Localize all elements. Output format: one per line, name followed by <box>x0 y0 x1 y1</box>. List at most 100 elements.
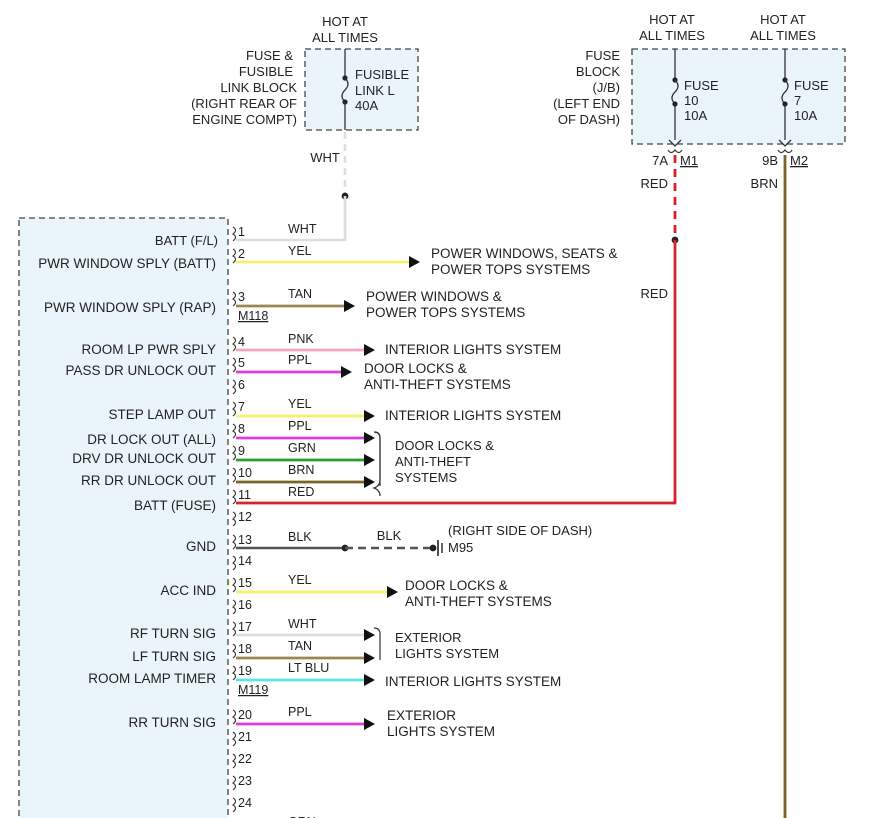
red-wire-label-mid: RED <box>641 286 668 301</box>
arrow-icon <box>341 366 352 378</box>
hot-at-line1: HOT AT <box>322 14 368 29</box>
pin-number: 5 <box>238 356 245 370</box>
ground-ref: M95 <box>448 540 473 555</box>
pin-number: 22 <box>238 752 252 766</box>
pin-number: 20 <box>238 708 252 722</box>
wire-color-label: TAN <box>288 287 312 301</box>
door-locks-group: DOOR LOCKS & ANTI-THEFT SYSTEMS <box>372 431 494 497</box>
module-wires: POWER WINDOWS, SEATS & POWER TOPS SYSTEMS… <box>236 246 618 739</box>
link-block-label-4: (RIGHT REAR OF <box>191 96 297 111</box>
ground-location: (RIGHT SIDE OF DASH) <box>448 523 592 538</box>
pin-function-label: RF TURN SIG <box>130 626 216 641</box>
link-block-label-5: ENGINE COMPT) <box>192 112 297 127</box>
pin-number: 14 <box>238 554 252 568</box>
fuse7-hot-line1: HOT AT <box>760 12 806 27</box>
fusible-link-label-2: LINK L <box>355 83 395 98</box>
wire-color-label: PPL <box>288 353 312 367</box>
ground-wire-label: BLK <box>377 528 402 543</box>
fuse10-label-2: 10 <box>684 93 698 108</box>
fuse10-terminal <box>668 139 682 147</box>
fuse10-pin: 7A <box>652 153 668 168</box>
pin-number: 4 <box>238 335 245 349</box>
fuse10-hot-line1: HOT AT <box>649 12 695 27</box>
pin-function-label: STEP LAMP OUT <box>108 407 216 422</box>
pin-number: 8 <box>238 422 245 436</box>
pin-connector-mark <box>232 226 237 242</box>
wire-color-label: YEL <box>288 397 312 411</box>
wire-color-label: RED <box>288 485 314 499</box>
exterior-group-2: LIGHTS SYSTEM <box>395 646 499 661</box>
pin-function-label: PASS DR UNLOCK OUT <box>65 363 216 378</box>
group-brace <box>373 627 381 660</box>
pin-connector-mark <box>232 534 237 550</box>
arrow-icon <box>364 410 375 422</box>
pin-function-label: PWR WINDOW SPLY (BATT) <box>38 256 216 271</box>
pin-connector-mark <box>232 555 237 571</box>
pin-function-label: RR TURN SIG <box>128 715 216 730</box>
group-brace <box>373 431 381 486</box>
exterior-group-1: EXTERIOR <box>395 630 461 645</box>
arrow-icon <box>364 629 375 641</box>
fuse7-pin: 9B <box>762 153 778 168</box>
arrow-icon <box>364 674 375 686</box>
pin-connector-mark <box>232 665 237 681</box>
pin-number: 12 <box>238 510 252 524</box>
pin-connector-mark <box>232 797 237 813</box>
fuse7-label-2: 7 <box>794 93 801 108</box>
arrow-icon <box>364 344 375 356</box>
pin-connector-mark <box>232 753 237 769</box>
door-locks-group-1: DOOR LOCKS & <box>395 438 494 453</box>
pin-function-label: GND <box>186 539 216 554</box>
destination-label: INTERIOR LIGHTS SYSTEM <box>385 408 561 423</box>
wire-color-label: LT BLU <box>288 661 329 675</box>
pin-number: 11 <box>238 488 251 502</box>
pin-connector-mark <box>232 423 237 439</box>
pin-connector-mark <box>232 336 237 352</box>
pin-connector-mark <box>232 467 237 483</box>
wire-color-label: GRN <box>288 441 316 455</box>
arrow-icon <box>364 476 375 488</box>
pin-function-label: ROOM LP PWR SPLY <box>81 342 216 357</box>
pin-function-label: LF TURN SIG <box>132 649 216 664</box>
destination-label: POWER WINDOWS, SEATS & <box>431 246 618 261</box>
pin-connector-mark <box>232 511 237 527</box>
destination-label: INTERIOR LIGHTS SYSTEM <box>385 674 561 689</box>
arrow-icon <box>344 300 355 312</box>
pin-number: 18 <box>238 642 252 656</box>
fuse-block-label-3: (J/B) <box>593 80 620 95</box>
body-control-module <box>18 217 229 818</box>
fusible-link-label-1: FUSIBLE <box>355 67 410 82</box>
fuse7-hot-line2: ALL TIMES <box>750 28 816 43</box>
door-locks-group-2: ANTI-THEFT <box>395 454 471 469</box>
fuse-block-box <box>631 48 846 145</box>
pin-number: 3 <box>238 290 245 304</box>
wire-color-label: BRN <box>288 463 314 477</box>
arrow-icon <box>364 718 375 730</box>
pin-number: 23 <box>238 774 252 788</box>
fuse-block-label-4: (LEFT END <box>553 96 620 111</box>
wire-color-label: WHT <box>288 222 317 236</box>
pin-number: 7 <box>238 400 245 414</box>
pin-number: 6 <box>238 378 245 392</box>
fuse7-label-1: FUSE <box>794 78 829 93</box>
destination-label: POWER WINDOWS & <box>366 289 502 304</box>
fuse7-icon <box>781 79 789 105</box>
ground-circuit: BLK (RIGHT SIDE OF DASH) M95 <box>341 523 592 556</box>
destination-label: ANTI-THEFT SYSTEMS <box>364 377 511 392</box>
arrow-icon <box>409 256 420 268</box>
fuse-block: FUSE BLOCK (J/B) (LEFT END OF DASH) HOT … <box>236 12 846 818</box>
arrow-icon <box>364 432 375 444</box>
fuse7-connector-mark <box>777 149 793 154</box>
pin-connector-mark <box>232 379 237 395</box>
exterior-lights-group: EXTERIOR LIGHTS SYSTEM <box>373 627 499 661</box>
pin-connector-mark <box>232 775 237 791</box>
pin-number: 13 <box>238 533 252 547</box>
destination-label: DOOR LOCKS & <box>364 361 467 376</box>
fuse7-connector: M2 <box>790 153 808 168</box>
pin-number: 10 <box>238 466 252 480</box>
arrow-icon <box>387 586 398 598</box>
destination-label: POWER TOPS SYSTEMS <box>366 305 525 320</box>
wire-color-label: PPL <box>288 705 312 719</box>
